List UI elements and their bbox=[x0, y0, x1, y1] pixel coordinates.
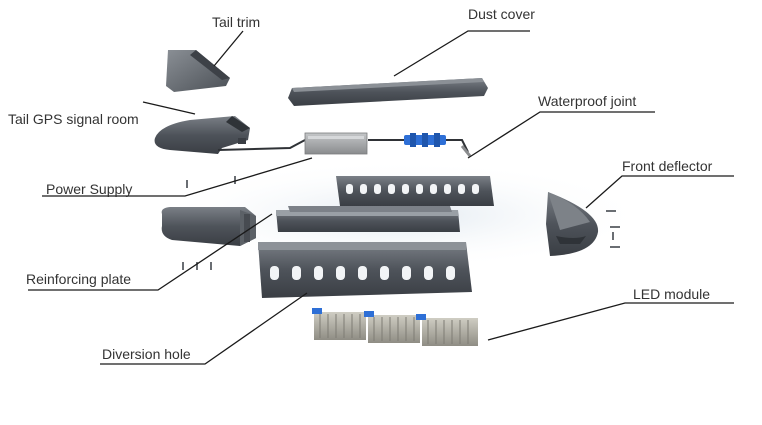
cable bbox=[446, 139, 469, 153]
upper-rail-part bbox=[336, 176, 494, 206]
leader-led-module bbox=[487, 302, 734, 341]
front-deflector-part bbox=[546, 192, 620, 256]
leader-front-deflector bbox=[585, 175, 734, 209]
label-reinforcing-plate: Reinforcing plate bbox=[26, 271, 132, 287]
tail-end-cap-part bbox=[161, 207, 256, 246]
leader-dust-cover bbox=[393, 30, 530, 77]
leader-tail-trim bbox=[213, 30, 244, 67]
label-front-deflector: Front deflector bbox=[622, 158, 713, 174]
label-power-supply: Power Supply bbox=[46, 181, 133, 197]
label-diversion-hole: Diversion hole bbox=[102, 346, 191, 362]
power-supply-part bbox=[304, 132, 368, 155]
leader-waterproof-joint bbox=[467, 111, 655, 159]
label-led-module: LED module bbox=[633, 286, 711, 302]
tail-gps-signal-room-part bbox=[154, 116, 250, 154]
label-dust-cover: Dust cover bbox=[468, 6, 535, 22]
waterproof-joint-part bbox=[404, 133, 472, 157]
label-tail-trim: Tail trim bbox=[212, 14, 261, 30]
screws bbox=[182, 176, 236, 270]
lower-housing-part bbox=[258, 242, 472, 298]
tail-trim-part bbox=[166, 50, 230, 92]
label-tail-gps-signal-room: Tail GPS signal room bbox=[8, 111, 139, 127]
leader-reinforcing-plate bbox=[28, 213, 273, 291]
leader-diversion-hole bbox=[100, 292, 308, 365]
leader-tail-gps bbox=[142, 101, 196, 115]
leader-power-supply bbox=[42, 157, 313, 197]
led-module-part bbox=[312, 308, 478, 346]
label-waterproof-joint: Waterproof joint bbox=[538, 93, 637, 109]
cable bbox=[217, 139, 306, 151]
reinforcing-plate-part bbox=[276, 206, 460, 232]
dust-cover-part bbox=[288, 78, 488, 106]
